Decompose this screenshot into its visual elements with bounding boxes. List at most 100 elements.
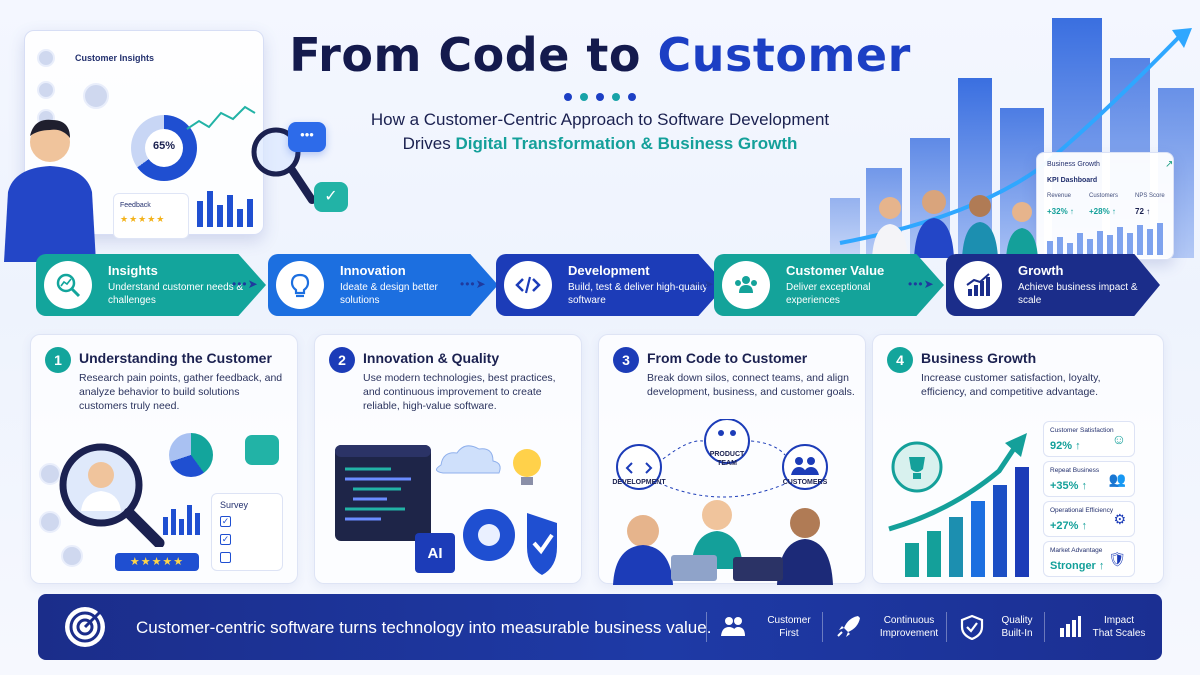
kpi-subtitle: KPI Dashboard xyxy=(1047,177,1098,184)
feedback-label: Feedback xyxy=(120,202,151,209)
kpi-title: Business Growth xyxy=(1047,161,1100,168)
people-icon: 👥 xyxy=(1108,471,1126,487)
metric-label: Repeat Business xyxy=(1050,467,1100,474)
feedback-stars: ★★★★★ xyxy=(120,214,166,224)
title-accent: Customer xyxy=(657,28,911,82)
kpi-col-label: Customers xyxy=(1089,193,1119,199)
step-title: Customer Value xyxy=(786,263,885,278)
metric-customer-satisfaction: Customer Satisfaction 92% ↑ ☺ xyxy=(1043,421,1135,457)
analyst-person-icon xyxy=(4,119,96,262)
metric-repeat-business: Repeat Business +35% ↑ 👥 xyxy=(1043,461,1135,497)
check-bubble-icon: ✓ xyxy=(314,182,348,212)
bar-chart-icon xyxy=(163,505,200,535)
card-title: Understanding the Customer xyxy=(79,350,272,366)
pill-line1: Continuous xyxy=(883,615,935,626)
pill-line1: Quality xyxy=(1001,615,1033,626)
team-collaboration-illustration xyxy=(613,419,833,585)
process-step-innovation: Innovation Ideate & design better soluti… xyxy=(268,254,498,316)
title-main: From Code to xyxy=(289,28,658,82)
growth-chart-icon xyxy=(966,273,990,296)
step-title: Innovation xyxy=(340,263,406,278)
checkbox-checked-icon: ✓ xyxy=(220,534,231,545)
donut-chart xyxy=(131,115,197,181)
footer-banner: Customer-centric software turns technolo… xyxy=(38,594,1162,660)
bar-chart-icon xyxy=(197,191,253,227)
avatar xyxy=(37,81,55,99)
pill-line2: Improvement xyxy=(879,628,939,639)
kpi-dashboard-card: Business Growth ↗ KPI Dashboard Revenue … xyxy=(1036,152,1174,260)
avatar xyxy=(39,463,61,485)
kpi-col-value: +32% ↑ xyxy=(1047,207,1074,216)
avatar xyxy=(37,49,55,67)
feedback-card: Feedback ★★★★★ xyxy=(113,193,189,239)
pill-line1: Customer xyxy=(767,615,811,626)
innovation-illustration xyxy=(335,445,557,575)
card-understanding-customer: 1 Understanding the Customer Research pa… xyxy=(30,334,298,584)
node-product-label: PRODUCT xyxy=(709,451,745,458)
pill-line2: Built-In xyxy=(1001,628,1033,639)
step-title: Development xyxy=(568,263,650,278)
pill-line1: Impact xyxy=(1103,615,1134,626)
node-development-label: DEVELOPMENT xyxy=(612,479,666,486)
card-desc: Use modern technologies, best practices,… xyxy=(363,372,556,412)
lightbulb-icon xyxy=(290,273,310,298)
people-icon xyxy=(735,276,757,293)
card-code-to-customer: 3 From Code to Customer Break down silos… xyxy=(598,334,866,585)
page-title: From Code to Customer xyxy=(0,28,1200,82)
magnifier-icon xyxy=(59,443,165,547)
metric-label: Market Advantage xyxy=(1050,547,1103,554)
checkbox-empty-icon xyxy=(220,552,231,563)
chat-bubble-icon: ••• xyxy=(288,122,326,152)
survey-label: Survey xyxy=(220,500,249,510)
step-desc: Deliver exceptional experiences xyxy=(786,282,871,306)
pie-chart-icon xyxy=(169,433,213,477)
avatar xyxy=(61,545,83,567)
metric-label: Customer Satisfaction xyxy=(1050,427,1114,434)
metric-operational-efficiency: Operational Efficiency +27% ↑ ⚙ xyxy=(1043,501,1135,537)
shield-icon: 🛡 xyxy=(1108,551,1126,567)
subtitle-highlight: Digital Transformation & Business Growth xyxy=(455,134,798,153)
pill-line2: That Scales xyxy=(1092,628,1146,639)
subtitle-prefix: Drives xyxy=(402,134,456,153)
card-title: Innovation & Quality xyxy=(363,350,500,366)
metric-label: Operational Efficiency xyxy=(1050,507,1114,514)
ai-chip-label: AI xyxy=(427,545,443,562)
panel-title: Customer Insights xyxy=(75,53,155,63)
banner-message: Customer-centric software turns technolo… xyxy=(136,618,712,637)
kpi-col-label: NPS Score xyxy=(1135,193,1165,199)
business-team-icon xyxy=(872,190,1038,258)
target-icon xyxy=(65,607,105,647)
kpi-col-label: Revenue xyxy=(1047,193,1072,199)
flow-arrow-icon: •••➤ xyxy=(908,277,935,291)
node-team-label: TEAM xyxy=(717,460,737,467)
flow-arrow-icon: •••➤ xyxy=(688,277,715,291)
step-title: Insights xyxy=(108,263,158,278)
flow-arrow-icon: •••➤ xyxy=(232,277,259,291)
rating-stars: ★★★★★ xyxy=(115,553,199,571)
chat-bubble-icon xyxy=(245,435,279,465)
metric-value: +27% ↑ xyxy=(1050,520,1087,532)
metric-value: +35% ↑ xyxy=(1050,480,1087,492)
metric-value: 92% ↑ xyxy=(1050,440,1081,452)
kpi-col-value: +28% ↑ xyxy=(1089,207,1116,216)
card-desc: Research pain points, gather feedback, a… xyxy=(79,372,283,412)
step-desc: Build, test & deliver high-quality softw… xyxy=(568,282,708,306)
line-sparkline-icon xyxy=(186,105,256,130)
avatar xyxy=(83,83,109,109)
process-step-customer-value: Customer Value Deliver exceptional exper… xyxy=(714,254,944,316)
donut-value: 65% xyxy=(152,140,176,152)
card-business-growth: 4 Business Growth Increase customer sati… xyxy=(872,334,1164,584)
pill-line2: First xyxy=(779,628,799,639)
step-title: Growth xyxy=(1018,263,1064,278)
process-step-growth: Growth Achieve business impact & scale xyxy=(946,254,1160,316)
metric-value: Stronger ↑ xyxy=(1050,560,1105,572)
people-icon xyxy=(721,617,745,636)
flow-arrow-icon: •••➤ xyxy=(460,277,487,291)
card-number: 2 xyxy=(329,347,355,373)
smiley-icon: ☺ xyxy=(1111,431,1126,447)
card-title: Business Growth xyxy=(921,350,1037,366)
node-customers-label: CUSTOMERS xyxy=(782,479,828,486)
